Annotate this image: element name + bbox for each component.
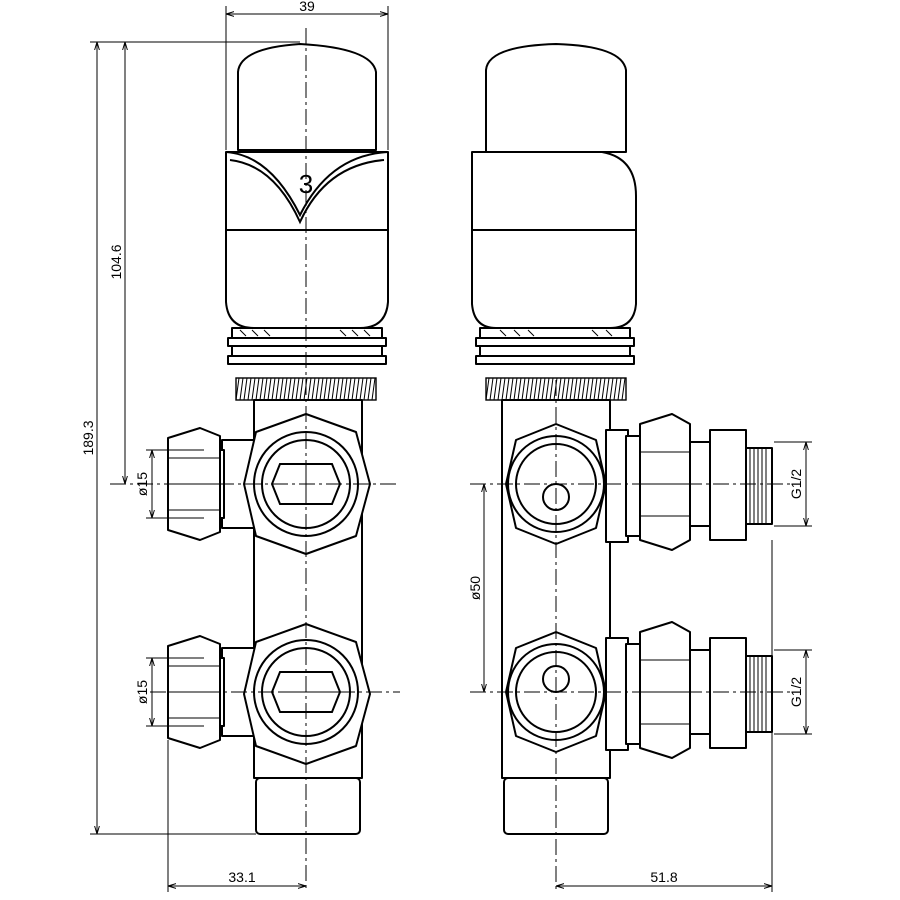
side-lower-right-fitting [605,621,773,759]
front-view: 3 [110,28,400,892]
side-view [470,43,790,892]
side-upper-right-fitting [605,413,773,551]
dimension-height-upper-port: 104.6 [108,42,125,484]
side-head-cap [485,43,627,153]
dim-label-front-centre-offset: 33.1 [228,869,255,885]
dim-label-height-upper-port: 104.6 [108,244,124,279]
dimension-upper-thread: G1/2 [774,441,812,527]
dim-label-side-centre-offset: 51.8 [650,869,677,885]
dim-label-port-spacing: ø50 [467,576,483,600]
front-head-cap [237,43,377,151]
front-lower-port [243,623,371,765]
dim-label-head-width: 39 [299,0,315,14]
dim-label-lower-thread: G1/2 [788,677,804,708]
dimension-upper-pipe: ø15 [134,449,204,519]
dimension-front-centre-offset: 33.1 [167,740,306,892]
dimension-lower-pipe: ø15 [134,657,204,727]
side-head-body [471,151,637,329]
dimension-side-centre-offset: 51.8 [556,540,773,892]
dim-label-overall-height: 189.3 [80,420,96,455]
dim-label-upper-pipe: ø15 [134,472,150,496]
dim-label-lower-pipe: ø15 [134,680,150,704]
dimension-port-spacing: ø50 [467,484,484,692]
dimension-head-width: 39 [225,0,389,150]
dim-label-upper-thread: G1/2 [788,469,804,500]
front-head-body: 3 [225,151,389,329]
front-head-rings [227,327,387,365]
dimension-lower-thread: G1/2 [774,649,812,735]
side-head-rings [475,327,635,365]
